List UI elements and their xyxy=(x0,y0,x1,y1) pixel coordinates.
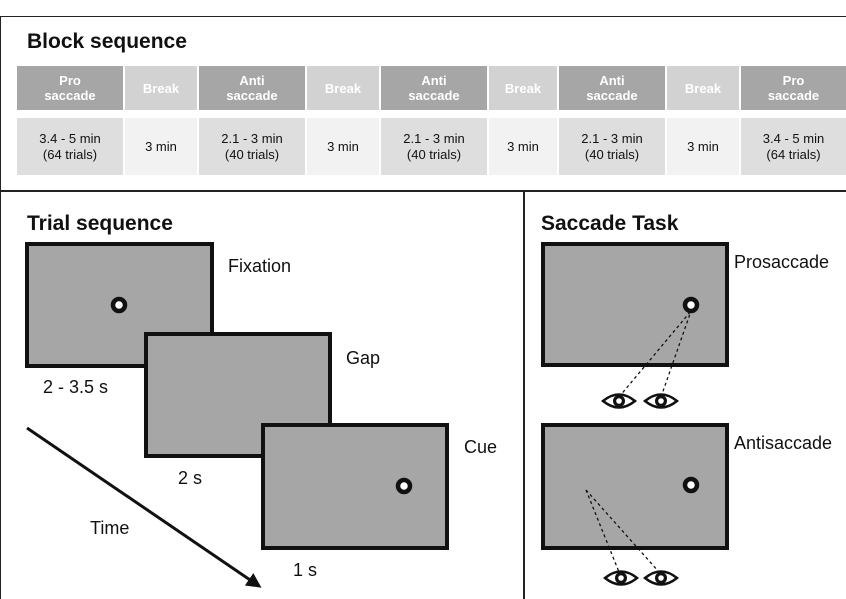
fixation-duration: 2 - 3.5 s xyxy=(43,377,109,397)
header-pro-saccade: Pro saccade xyxy=(17,66,123,110)
block-sequence-panel: Block sequence xyxy=(0,16,846,192)
header-break: Break xyxy=(667,66,739,110)
fixation-label: Fixation xyxy=(228,256,292,276)
gap-duration: 2 s xyxy=(178,468,203,488)
eye-icon xyxy=(603,570,639,586)
duration-break: 3 min xyxy=(307,118,379,175)
duration-anti-saccade: 2.1 - 3 min (40 trials) xyxy=(381,118,487,175)
header-anti-saccade: Anti saccade xyxy=(381,66,487,110)
antisaccade-label: Antisaccade xyxy=(734,433,833,453)
header-break: Break xyxy=(307,66,379,110)
duration-anti-saccade: 2.1 - 3 min (40 trials) xyxy=(559,118,665,175)
duration-pro-saccade: 3.4 - 5 min (64 trials) xyxy=(17,118,123,175)
antisaccade-target-dot xyxy=(682,476,700,494)
block-sequence-title: Block sequence xyxy=(27,30,187,53)
trial-sequence-panel xyxy=(0,191,525,599)
prosaccade-target-dot xyxy=(682,296,700,314)
prosaccade-gaze-line-left xyxy=(618,310,692,398)
antisaccade-gaze-line-right xyxy=(585,489,660,573)
header-anti-saccade: Anti saccade xyxy=(199,66,305,110)
duration-break: 3 min xyxy=(125,118,197,175)
eye-icon xyxy=(643,570,679,586)
fixation-dot xyxy=(110,296,128,314)
saccade-task-title: Saccade Task xyxy=(541,212,679,235)
header-break: Break xyxy=(125,66,197,110)
time-label: Time xyxy=(90,518,130,538)
time-arrow xyxy=(26,426,262,588)
cue-screen xyxy=(261,423,449,550)
header-pro-saccade: Pro saccade xyxy=(741,66,846,110)
duration-break: 3 min xyxy=(489,118,557,175)
duration-anti-saccade: 2.1 - 3 min (40 trials) xyxy=(199,118,305,175)
header-anti-saccade: Anti saccade xyxy=(559,66,665,110)
eye-icon xyxy=(643,393,679,409)
cue-duration: 1 s xyxy=(293,560,318,580)
antisaccade-screen xyxy=(541,423,729,550)
header-break: Break xyxy=(489,66,557,110)
antisaccade-gaze-line-left xyxy=(585,489,620,573)
eye-icon xyxy=(601,393,637,409)
trial-sequence-title: Trial sequence xyxy=(27,212,173,235)
prosaccade-label: Prosaccade xyxy=(734,252,830,272)
gap-label: Gap xyxy=(346,348,381,368)
cue-label: Cue xyxy=(464,437,498,457)
duration-pro-saccade: 3.4 - 5 min (64 trials) xyxy=(741,118,846,175)
prosaccade-screen xyxy=(541,242,729,367)
duration-break: 3 min xyxy=(667,118,739,175)
cue-target-dot xyxy=(395,477,413,495)
